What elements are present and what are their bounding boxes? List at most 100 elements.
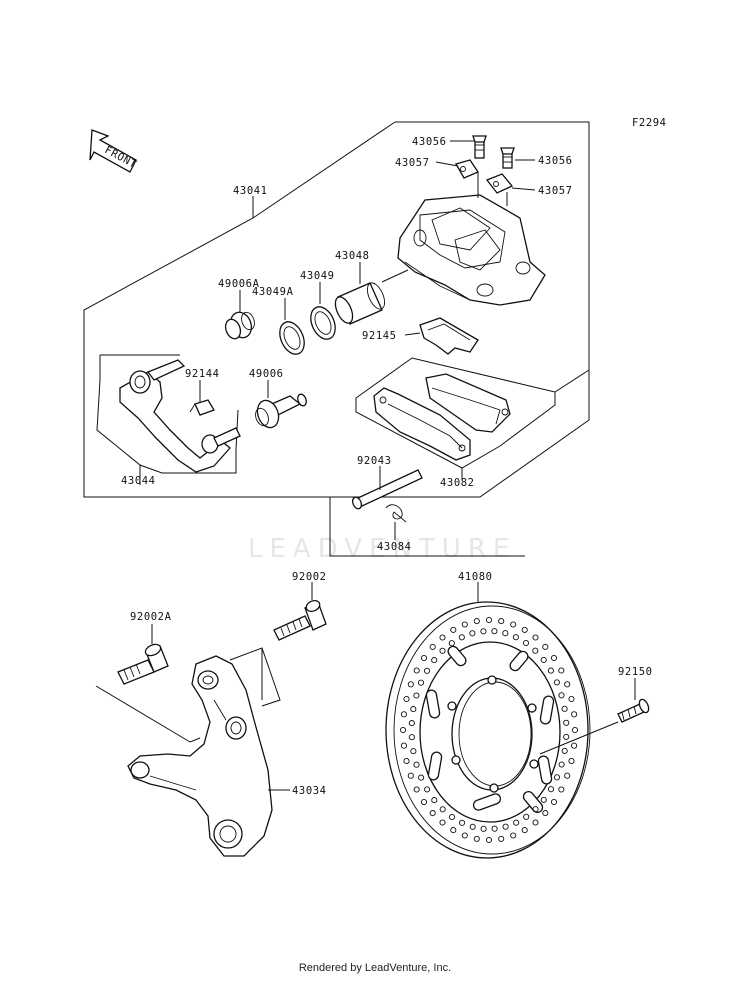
disc-perforation [522,639,530,647]
brake-pad-front [373,387,471,461]
disc-perforation [473,835,480,842]
disc-perforation [542,810,549,817]
bleed-cap-left [455,159,479,179]
label-92144: 92144 [185,368,220,380]
front-arrow: FRONT [89,129,139,173]
disc-perforation [563,733,570,740]
disc-perforation [564,772,571,779]
disc-perforation [532,806,539,813]
label-92043: 92043 [357,455,392,467]
disc-perforation [413,786,420,793]
disc-perforation [413,692,420,699]
bleed-valve-right [500,147,515,169]
label-92145: 92145 [362,330,397,342]
disc-perforation [561,705,568,712]
caliper-bracket-box [96,355,239,474]
pin-clip [385,504,407,523]
disc-perforation [568,757,575,765]
caliper-assembly-outline-left [83,121,396,498]
disc-perforation [485,616,493,624]
brake-pad-box [355,357,556,469]
disc-perforation [431,657,438,664]
caliper-body [397,194,546,306]
disc-perforation [413,761,420,768]
disc-perforation [420,798,428,806]
disc-perforation [469,630,476,637]
bleed-cap-right [485,173,514,194]
label-49006: 49006 [249,368,284,380]
disc-perforation [571,726,579,734]
disc-perforation [403,695,410,703]
disc-perforation [521,827,528,834]
boot-49006A [224,311,255,340]
disc-perforation [491,628,498,635]
disc-perforation [448,813,456,821]
label-43034: 43034 [292,785,327,797]
disc-perforation [458,634,465,641]
disc-perforation [532,819,539,826]
figure-code: F2294 [632,117,667,129]
dust-seal [279,321,305,355]
disc-perforation [510,621,517,628]
disc-perforation [561,747,568,754]
label-43057-a: 43057 [395,157,430,169]
disc-perforation [540,656,547,663]
disc-perforation [407,772,414,779]
label-43048: 43048 [335,250,370,262]
disc-perforation [568,695,575,703]
disc-perforation [491,825,498,832]
disc-perforation [498,835,505,842]
label-43084: 43084 [377,541,412,553]
watermark: LEADVENTURE [248,534,516,564]
disc-perforation [469,823,476,830]
disc-perforation [502,630,509,637]
label-43044: 43044 [121,475,156,487]
disc-perforation [420,654,428,662]
disc-perforation [423,667,431,674]
disc-perforation [461,832,468,839]
caliper-assembly-outline [329,121,590,557]
disc-perforation [553,774,561,781]
label-92002A: 92002A [130,611,172,623]
disc-perforation [571,711,578,718]
bolt-92002 [273,599,327,641]
label-41080: 41080 [458,571,493,583]
bleed-valve-left [472,135,487,159]
disc-perforation [532,634,539,641]
disc-perforation [523,813,530,820]
pad-spring [419,317,479,355]
disc-perforation [439,806,446,813]
disc-perforation [513,819,520,826]
disc-perforation [558,786,565,793]
brake-pad-rear [425,373,511,433]
disc-perforation [408,734,415,741]
disc-perforation [450,626,457,633]
disc-perforation [550,654,558,662]
boot-49006 [255,393,307,429]
disc-perforation [413,667,420,674]
label-49006A: 49006A [218,278,260,290]
disc-perforation [448,640,455,647]
label-43057-b: 43057 [538,185,573,197]
disc-perforation [429,810,436,817]
disc-perforation [521,626,528,633]
disc-perforation [558,761,565,768]
disc-perforation [459,819,466,826]
label-92150: 92150 [618,666,653,678]
piston-seal [310,306,336,340]
disc-perforation [502,823,509,830]
disc-perforation [564,681,571,688]
disc-perforation [510,832,517,839]
disc-perforation [439,819,446,826]
disc-perforation [429,643,436,650]
label-43056-b: 43056 [538,155,573,167]
disc-perforation [417,679,425,686]
disc-perforation [480,628,487,635]
disc-perforation [403,757,410,765]
disc-perforation [400,711,407,718]
disc-perforation [439,647,446,654]
disc-perforation [512,634,519,641]
disc-perforation [563,719,570,726]
disc-perforation [410,748,417,755]
disc-perforation [439,634,446,641]
